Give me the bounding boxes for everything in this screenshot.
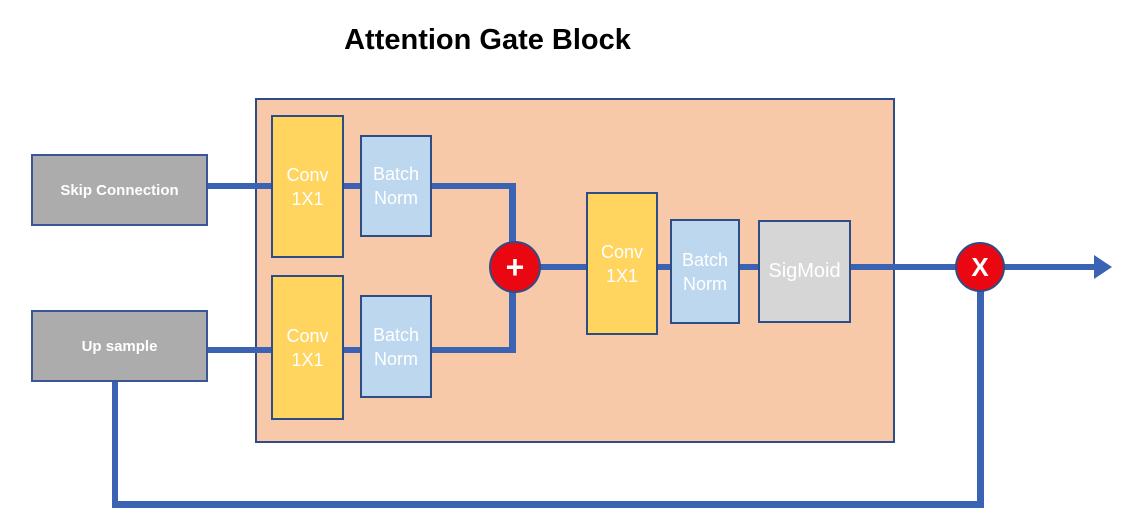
up-sample-box: Up sample (31, 310, 208, 382)
sigmoid-box: SigMoid (758, 220, 851, 323)
add-operator-icon: + (489, 241, 541, 293)
feedback-to-multiply-line (977, 290, 984, 508)
conv1x1-top-box: Conv 1X1 (271, 115, 344, 258)
batch-norm-main-box: Batch Norm (670, 219, 740, 324)
conv1x1-bottom-box: Conv 1X1 (271, 275, 344, 420)
batch-norm-bottom-box: Batch Norm (360, 295, 432, 398)
feedback-bottom-line (112, 501, 984, 508)
conv1x1-main-box: Conv 1X1 (586, 192, 658, 335)
skip-connection-box: Skip Connection (31, 154, 208, 226)
up-sample-feedback-down-line (112, 380, 118, 508)
output-arrow-icon (1094, 255, 1112, 279)
batch-norm-top-box: Batch Norm (360, 135, 432, 237)
multiply-operator-icon: X (955, 242, 1005, 292)
diagram-title: Attention Gate Block (344, 24, 631, 56)
